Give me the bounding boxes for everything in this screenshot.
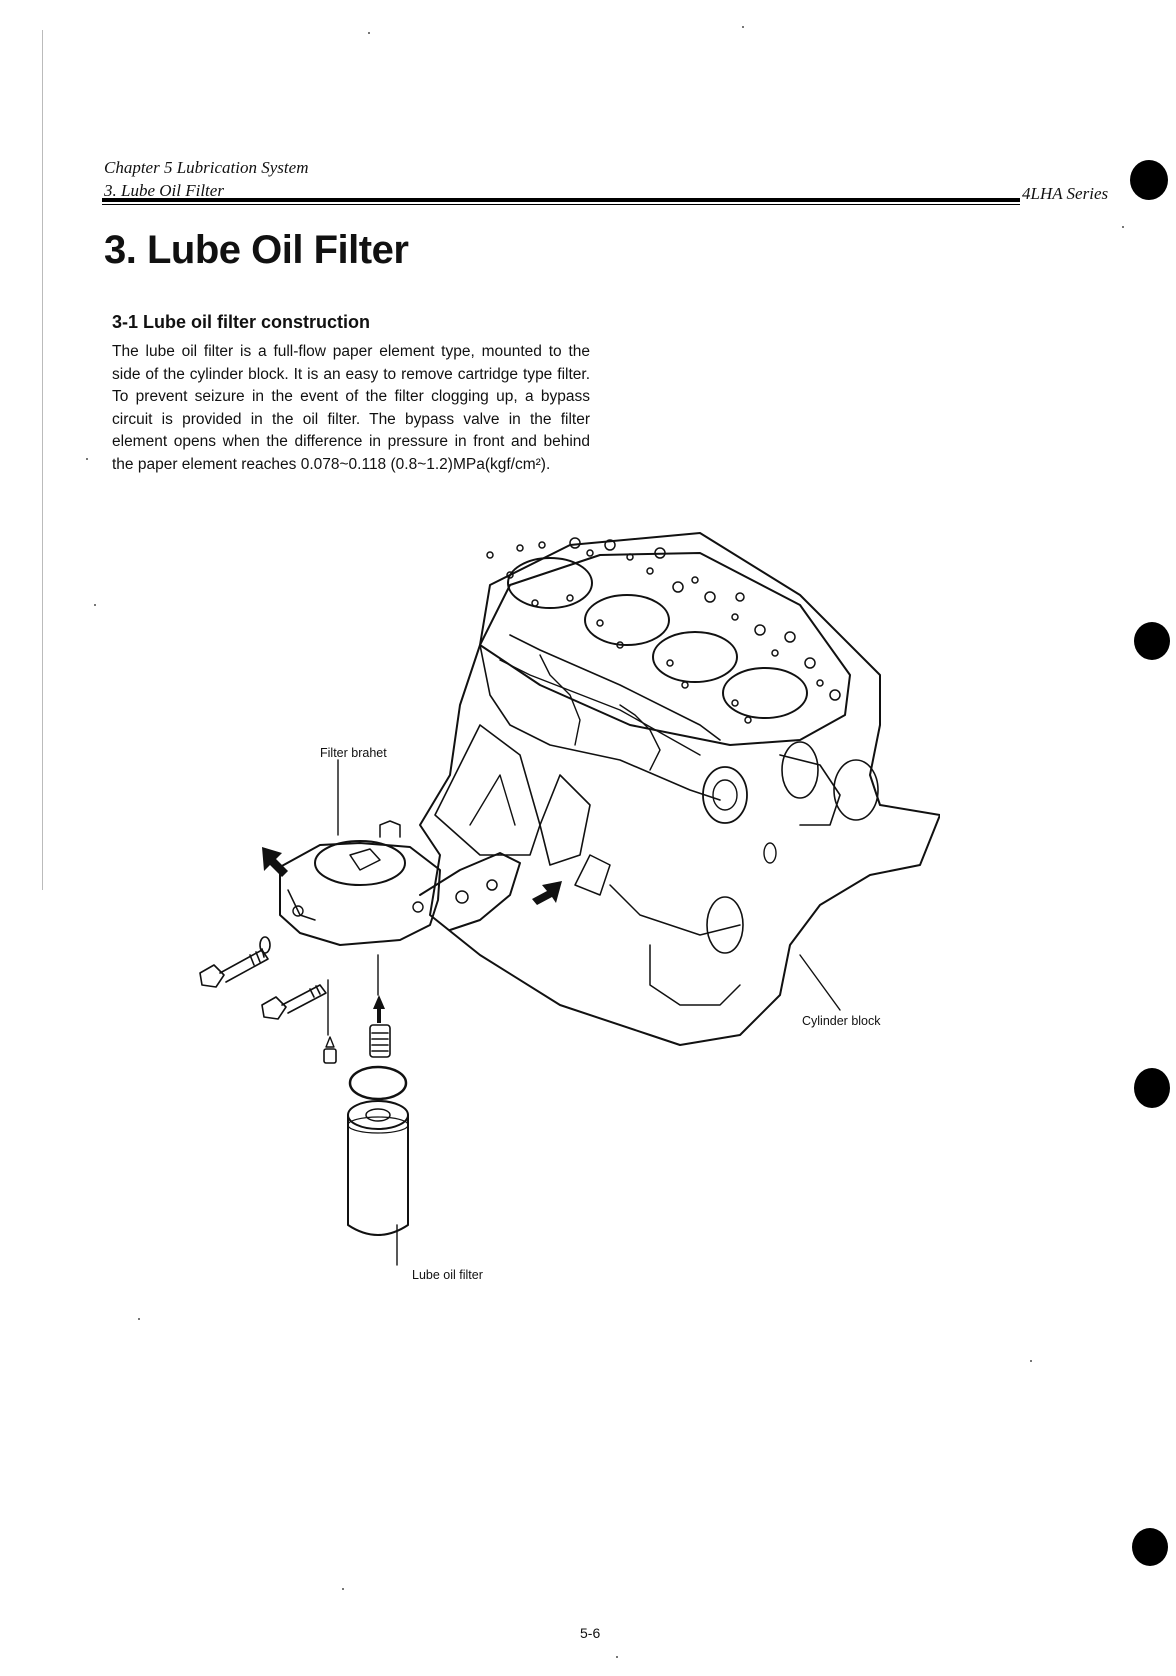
filter-bracket-drawing: [279, 820, 521, 946]
punch-hole-mark: [1132, 1528, 1168, 1566]
scan-speck: [368, 32, 370, 34]
oil-filter-diagram: [199, 532, 940, 1266]
relief-valve-drawing: [323, 1024, 391, 1064]
header-section: 3. Lube Oil Filter: [104, 181, 224, 200]
lube-oil-filter-drawing: [347, 1100, 409, 1236]
header-rule: [102, 198, 1020, 202]
scan-speck: [138, 1318, 140, 1320]
o-ring-drawing: [348, 1065, 408, 1101]
scan-speck: [1122, 226, 1124, 228]
subsection-body: The lube oil filter is a full-flow paper…: [112, 343, 590, 473]
header-series: 4LHA Series: [1022, 184, 1109, 203]
bolt-2-drawing: [261, 984, 327, 1020]
callout-lube-oil-filter: Lube oil filter: [412, 1268, 483, 1282]
scan-speck: [616, 1656, 618, 1658]
cylinder-block-drawing: [419, 532, 940, 1046]
page-title: 3. Lube Oil Filter: [104, 228, 409, 272]
scan-speck: [1030, 1360, 1032, 1362]
scan-speck: [86, 458, 88, 460]
arrow-up: [373, 995, 385, 1023]
punch-hole-mark: [1130, 160, 1168, 200]
callout-filter-bracket: Filter brahet: [320, 746, 387, 760]
arrow-left-up: [262, 847, 288, 877]
callout-cylinder-block: Cylinder block: [802, 1014, 881, 1028]
arrow-into-block: [532, 881, 562, 905]
punch-hole-mark: [1134, 1068, 1170, 1108]
header-rule-thin: [102, 204, 1020, 205]
scan-speck: [342, 1588, 344, 1590]
binding-line: [42, 30, 43, 890]
punch-hole-mark: [1134, 622, 1170, 660]
page-number: 5-6: [580, 1625, 601, 1641]
subsection-heading: 3-1 Lube oil filter construction: [112, 312, 371, 332]
header-chapter: Chapter 5 Lubrication System: [104, 158, 309, 177]
scan-speck: [742, 26, 744, 28]
scan-speck: [94, 604, 96, 606]
bolt-1-drawing: [199, 936, 271, 988]
